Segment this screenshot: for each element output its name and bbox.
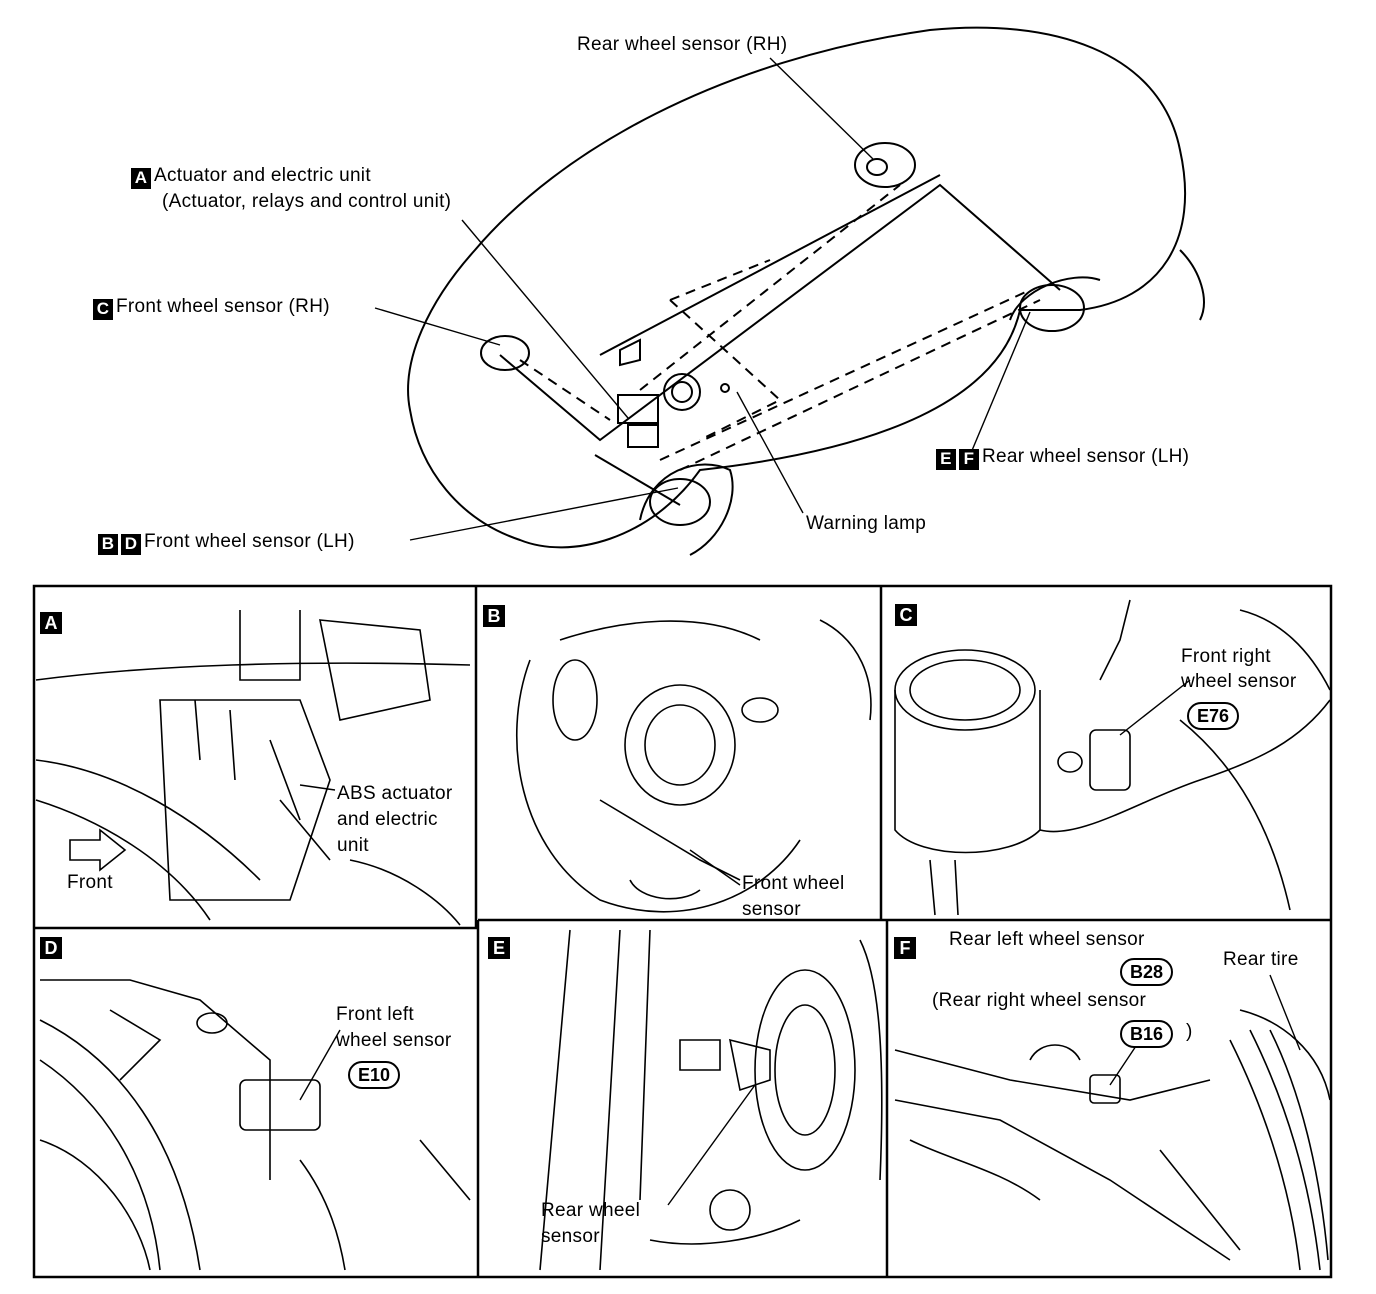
- panel-a-front-label: Front: [67, 872, 113, 893]
- panel-b-artwork: [515, 619, 872, 913]
- panel-d-label-line2: wheel sensor: [336, 1030, 452, 1051]
- panel-c-artwork: [894, 599, 1331, 916]
- panel-f-label-line3: ): [1186, 1021, 1193, 1042]
- label-rear-wheel-sensor-rh: Rear wheel sensor (RH): [577, 34, 788, 55]
- panel-e-artwork: [539, 929, 883, 1271]
- panel-a-label-line1: ABS actuator: [337, 783, 453, 804]
- front-rh-wheel-sensor: [480, 335, 530, 371]
- panel-a-label-line3: unit: [337, 835, 369, 856]
- panel-f-label-line1: Rear left wheel sensor: [949, 929, 1145, 950]
- badge-a: A: [131, 168, 151, 189]
- panel-c-label-line2: wheel sensor: [1181, 671, 1297, 692]
- rear-lh-wheel-sensor: [1019, 284, 1085, 332]
- panel-d-artwork: [39, 979, 471, 1271]
- panel-f-connector-b28: B28: [1120, 958, 1174, 986]
- label-actuator-detail: (Actuator, relays and control unit): [162, 191, 452, 212]
- badge-c: C: [93, 299, 113, 320]
- panel-b-badge: B: [483, 605, 505, 627]
- badge-e: E: [936, 449, 956, 470]
- panel-e-label-line2: sensor: [541, 1226, 600, 1247]
- panel-b-label-line1: Front wheel: [742, 873, 845, 894]
- front-lh-wheel-sensor: [649, 478, 711, 526]
- rear-rh-wheel-sensor: [854, 142, 916, 188]
- car-body-outline: [407, 26, 1205, 556]
- label-warning-lamp: Warning lamp: [806, 513, 927, 534]
- panel-f-tire-label: Rear tire: [1223, 949, 1299, 970]
- panel-b-label-line2: sensor: [742, 899, 801, 920]
- panel-d-badge: D: [40, 937, 62, 959]
- panel-d-label-line1: Front left: [336, 1004, 414, 1025]
- panel-c-connector-e76: E76: [1187, 702, 1240, 730]
- panel-f-artwork: [894, 1009, 1331, 1271]
- badge-b: B: [98, 534, 118, 555]
- panel-c-badge: C: [895, 604, 917, 626]
- badge-f: F: [959, 449, 979, 470]
- panel-e-label-line1: Rear wheel: [541, 1200, 641, 1221]
- panel-f-connector-b16: B16: [1120, 1020, 1174, 1048]
- panel-a-badge: A: [40, 612, 62, 634]
- panel-a-artwork: [35, 610, 471, 926]
- panel-d-connector-e10: E10: [348, 1061, 401, 1089]
- panel-a-label-line2: and electric: [337, 809, 438, 830]
- badge-d: D: [121, 534, 141, 555]
- panel-f-label-line2: (Rear right wheel sensor: [932, 990, 1147, 1011]
- panel-c-label-line1: Front right: [1181, 646, 1271, 667]
- panel-e-badge: E: [488, 937, 510, 959]
- panel-f-badge: F: [894, 937, 916, 959]
